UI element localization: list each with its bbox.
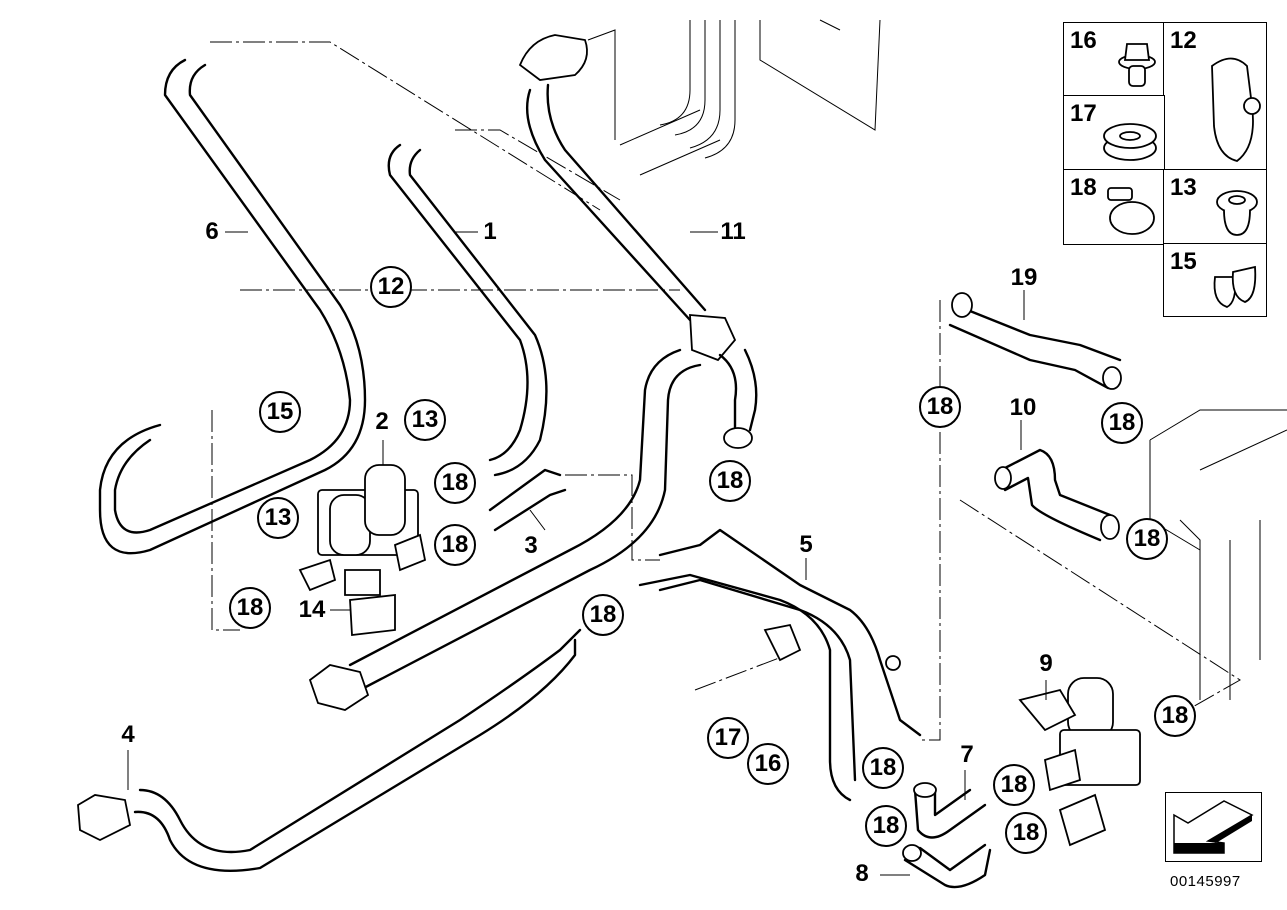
legend-cell-17: 17 (1063, 95, 1165, 171)
legend-cell-12: 12 (1163, 22, 1267, 171)
hose-11 (526, 88, 692, 322)
callout-18: 18 (1005, 812, 1047, 854)
hose-1 (387, 143, 529, 462)
nut-icon (1118, 43, 1156, 87)
legend-cell-16: 16 (1063, 22, 1165, 97)
hose-6 (113, 58, 352, 534)
legend-number: 13 (1170, 174, 1197, 201)
hose-19 (953, 303, 1122, 362)
part-label-14: 14 (298, 596, 326, 623)
legend-cell-18: 18 (1063, 169, 1165, 245)
callout-13: 13 (404, 399, 446, 441)
valve-2 (298, 464, 427, 596)
leader-lines (127, 231, 1047, 876)
clamp-bracket-icon (1211, 57, 1261, 162)
legend-number: 15 (1170, 248, 1197, 275)
part-label-19: 19 (1010, 264, 1038, 291)
document-id: 00145997 (1170, 873, 1241, 890)
grommet-icon (1103, 123, 1157, 161)
view-direction-box (1165, 792, 1262, 862)
callout-18: 18 (709, 460, 751, 502)
part-label-9: 9 (1039, 650, 1053, 677)
callout-18: 18 (229, 587, 271, 629)
part-label-10: 10 (1009, 394, 1037, 421)
cap-14 (349, 593, 396, 637)
callout-13: 13 (257, 497, 299, 539)
hose-8 (903, 848, 992, 889)
parts-legend: 16 12 17 18 13 15 (1063, 22, 1285, 317)
callout-18: 18 (1154, 695, 1196, 737)
direction-arrow-icon (1173, 800, 1254, 854)
part-label-3: 3 (524, 532, 538, 559)
clip-icon (1213, 265, 1257, 308)
part-label-6: 6 (205, 218, 219, 245)
callout-18: 18 (434, 524, 476, 566)
hose-3 (488, 468, 562, 512)
callout-18: 18 (862, 747, 904, 789)
background-context-lines (619, 19, 1287, 700)
hose-7 (913, 788, 987, 839)
part-label-5: 5 (799, 531, 813, 558)
legend-number: 17 (1070, 100, 1097, 127)
legend-cell-13: 13 (1163, 169, 1267, 245)
hose-10 (1003, 448, 1112, 517)
callout-12: 12 (370, 266, 412, 308)
part-label-2: 2 (375, 408, 389, 435)
legend-cell-15: 15 (1163, 243, 1267, 317)
callout-18: 18 (919, 386, 961, 428)
callout-18: 18 (582, 594, 624, 636)
hose-clamp-icon (1107, 187, 1155, 235)
callout-15: 15 (259, 391, 301, 433)
hose-4 (138, 628, 582, 854)
callout-18: 18 (993, 764, 1035, 806)
valve-9 (1018, 677, 1141, 847)
callout-18: 18 (1126, 518, 1168, 560)
callout-17: 17 (707, 717, 749, 759)
part-label-7: 7 (960, 741, 974, 768)
callout-16: 16 (747, 743, 789, 785)
callout-18: 18 (1101, 402, 1143, 444)
legend-number: 18 (1070, 174, 1097, 201)
part-label-1: 1 (483, 218, 497, 245)
pipe-assembly-5 (658, 528, 922, 737)
part-label-11: 11 (720, 218, 746, 245)
legend-number: 16 (1070, 27, 1097, 54)
callout-18: 18 (434, 462, 476, 504)
callout-18: 18 (865, 805, 907, 847)
legend-number: 12 (1170, 27, 1197, 54)
rubber-mount-icon (1216, 190, 1258, 236)
part-label-4: 4 (121, 721, 135, 748)
part-label-8: 8 (855, 860, 869, 887)
